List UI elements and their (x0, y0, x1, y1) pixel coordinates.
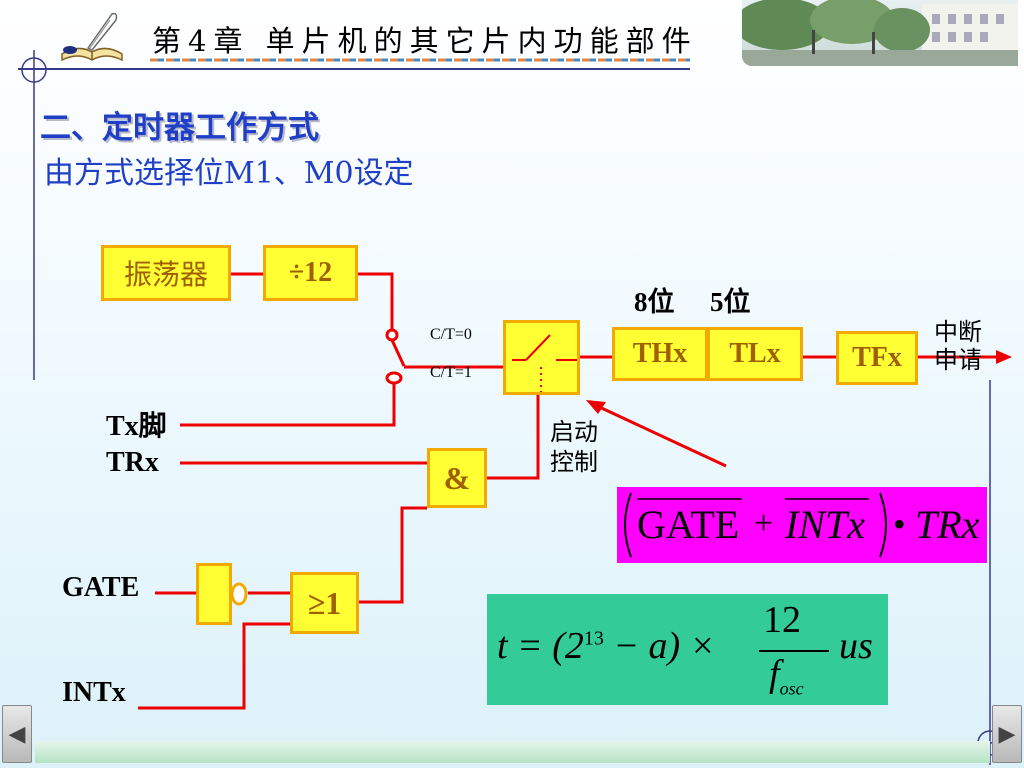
tx-pin-label: Tx脚 (106, 411, 167, 442)
quill-book-logo (61, 12, 123, 62)
start-control-label: 启动 控制 (550, 418, 598, 476)
formula-numerator: 12 (763, 599, 801, 641)
bits-high-label: 8位 (634, 287, 675, 317)
inverter-gate (196, 563, 232, 625)
or-gate: ≥1 (290, 572, 359, 634)
subtitle: 由方式选择位M1、M0设定 (44, 156, 414, 191)
formula-denominator: fosc (769, 653, 804, 699)
control-condition-formula: GATE + INTx • TRx (617, 487, 987, 563)
formula-intx-term: INTx (785, 502, 865, 547)
formula-gate-term: GATE (637, 502, 740, 547)
ct0-label: C/T=0 (430, 326, 472, 343)
run-control-switch (503, 320, 580, 395)
oscillator-box: 振荡器 (101, 245, 231, 301)
section-title: 二、定时器工作方式 (40, 110, 319, 146)
triangle-left-icon: ◀ (8, 721, 26, 747)
trx-label: TRx (106, 447, 159, 478)
tlx-register: TLx (707, 327, 803, 381)
formula-brackets (624, 492, 887, 558)
ct1-label: C/T=1 (430, 364, 472, 381)
chapter-title: 第4章 单片机的其它片内功能部件 (152, 24, 698, 58)
formula-t-lhs: t = (213 − a) × (497, 625, 716, 667)
footer-bar (35, 741, 990, 763)
thx-register: THx (612, 327, 708, 381)
formula-unit: us (839, 625, 873, 667)
divider-box: ÷12 (263, 245, 358, 301)
formula-exponent: 13 (583, 627, 604, 650)
crosshair-top-left (21, 50, 47, 380)
next-slide-button[interactable]: ▶ (992, 705, 1022, 763)
intx-label: INTx (62, 677, 126, 708)
formula-trx-term: TRx (915, 502, 980, 547)
interrupt-request-label: 中断 申请 (934, 318, 982, 374)
formula-dot: • (893, 504, 906, 544)
tfx-flag: TFx (836, 331, 918, 385)
prev-slide-button[interactable]: ◀ (2, 705, 32, 763)
fraction-bar (759, 650, 829, 652)
formula-plus: + (754, 505, 774, 542)
triangle-right-icon: ▶ (998, 721, 1016, 747)
timing-formula: t = (213 − a) × 12 fosc us (487, 594, 888, 705)
inverter-bubble-icon (230, 582, 248, 606)
bits-low-label: 5位 (710, 287, 751, 317)
gate-label: GATE (62, 572, 140, 603)
header-campus-photo (742, 0, 1018, 66)
and-gate: & (427, 448, 487, 508)
